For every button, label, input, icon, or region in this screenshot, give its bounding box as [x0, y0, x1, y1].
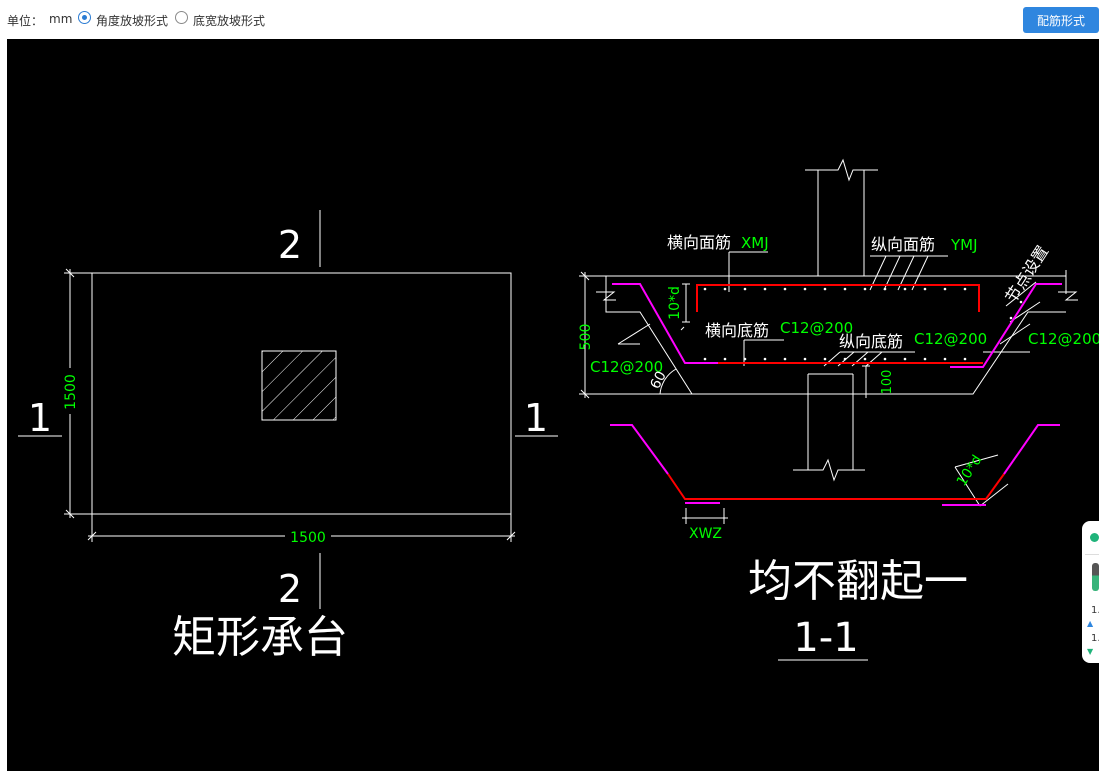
slope-rebar-right — [950, 283, 1062, 368]
gauge-icon — [1092, 563, 1099, 591]
section-mark-bottom: 2 — [278, 567, 302, 611]
radio-angle-slope-label[interactable]: 角度放坡形式 — [96, 14, 169, 28]
break-line-top — [805, 158, 878, 182]
panel-value-up: 1. — [1091, 605, 1099, 616]
plan-view — [18, 210, 558, 609]
arrow-up-icon: ▲ — [1087, 619, 1094, 628]
label-angle: 60 — [647, 369, 669, 392]
unit-label: 单位： — [7, 14, 44, 28]
dim-cover: 100 — [880, 370, 895, 395]
detail-rebar-red — [667, 473, 1005, 500]
label-bottom-longitudinal: 纵向底筋 — [839, 332, 903, 351]
detail-rebar-right-hook — [1003, 424, 1060, 475]
dim-anchor-bottom: 10*d — [954, 452, 986, 489]
unit-value: mm — [49, 12, 73, 26]
radio-bottom-width-slope-label[interactable]: 底宽放坡形式 — [193, 14, 266, 28]
radio-bottom-width-slope[interactable] — [175, 11, 188, 24]
column-section-hatched — [261, 350, 337, 421]
section-mark-right: 1 — [524, 396, 548, 440]
label-bottom-transverse: 横向底筋 — [705, 321, 769, 340]
plan-title: 矩形承台 — [172, 612, 348, 663]
slope-rebar-left — [612, 283, 718, 364]
status-dot-icon — [1090, 533, 1099, 542]
arrow-down-icon: ▼ — [1087, 647, 1094, 656]
spec-left-slope: C12@200 — [590, 358, 663, 376]
rebar-config-button[interactable]: 配筋形式 — [1023, 7, 1099, 33]
detail-rebar-left-hook — [610, 424, 669, 475]
section-mark-top: 2 — [278, 223, 302, 267]
plan-dim-width: 1500 — [290, 530, 326, 546]
toolbar: 单位： mm 角度放坡形式 底宽放坡形式 配筋形式 — [0, 0, 1099, 38]
dim-anchor-top: 10*d — [667, 286, 683, 320]
section-mark-left: 1 — [28, 396, 52, 440]
panel-divider — [1085, 554, 1099, 555]
cad-canvas[interactable]: 1500 1500 2 2 1 1 矩形承台 — [7, 39, 1099, 771]
code-top-longitudinal: YMJ — [950, 236, 978, 254]
section-caption: 均不翻起一 — [748, 556, 968, 607]
spec-right-slope: C12@200 — [1028, 330, 1099, 348]
spec-bottom-longitudinal: C12@200 — [914, 330, 987, 348]
cap-outline — [91, 272, 512, 515]
label-top-transverse: 横向面筋 — [667, 233, 731, 252]
code-top-transverse: XMJ — [741, 234, 769, 252]
dim-depth: 500 — [578, 324, 594, 351]
break-line-bottom — [793, 458, 865, 482]
label-top-longitudinal: 纵向面筋 — [871, 235, 935, 254]
code-xwz: XWZ — [689, 526, 722, 542]
section-view — [579, 158, 1078, 661]
section-id: 1-1 — [793, 615, 858, 661]
rebar-group — [610, 283, 1062, 506]
rebar-dots — [703, 287, 1023, 361]
floating-side-panel[interactable]: 1. ▲ 1. ▼ — [1082, 521, 1099, 663]
cad-drawing: 1500 1500 2 2 1 1 矩形承台 — [18, 158, 1099, 663]
radio-angle-slope[interactable] — [78, 11, 91, 24]
spec-bottom-transverse: C12@200 — [780, 319, 853, 337]
panel-value-down: 1. — [1091, 633, 1099, 644]
top-rebar — [696, 284, 980, 312]
plan-dim-height: 1500 — [63, 374, 79, 410]
